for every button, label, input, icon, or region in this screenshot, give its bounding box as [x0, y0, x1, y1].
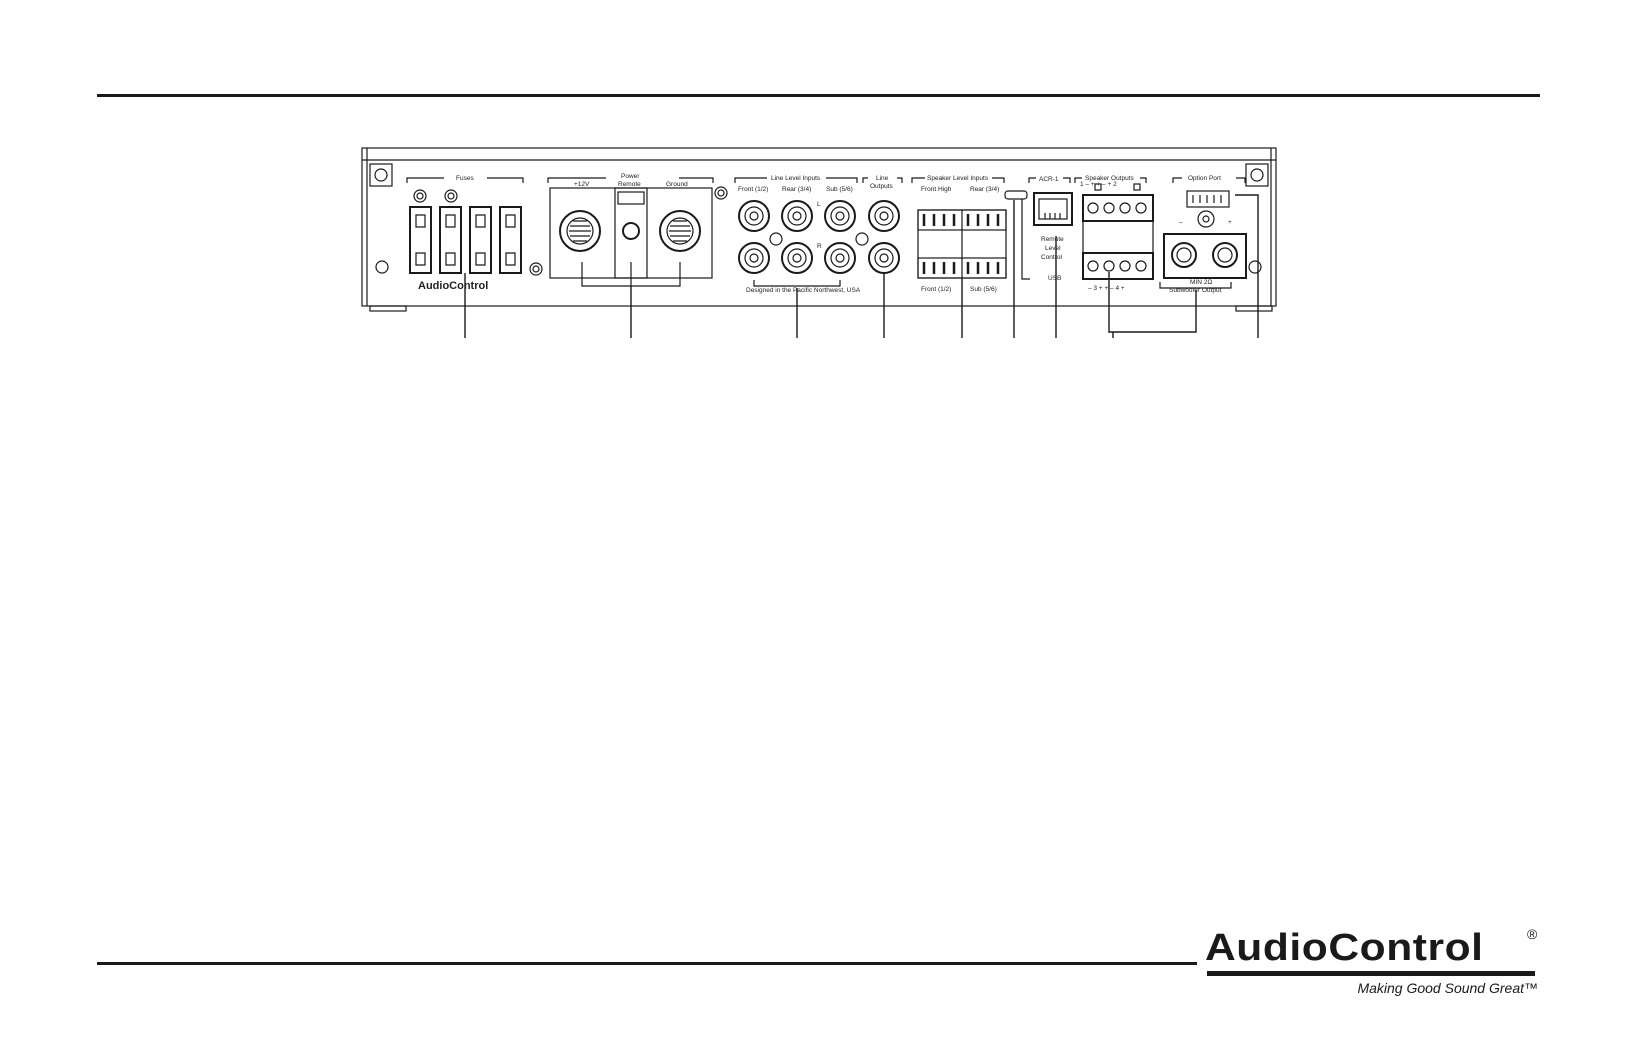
label-sub-56-b: Sub (5/6) [970, 286, 997, 293]
label-designed: Designed in the Pacific Northwest, USA [746, 287, 861, 294]
fuse-blocks [409, 206, 522, 274]
subwoofer-output [1163, 233, 1247, 279]
label-plus12v: +12V [574, 181, 590, 188]
label-power: Power [621, 173, 640, 180]
option-port [1186, 190, 1230, 208]
bottom-rule [97, 962, 1197, 965]
usb-port [1004, 190, 1028, 200]
label-sub-output-1: MIN 2Ω [1190, 279, 1212, 286]
panel-logo: AudioControl [418, 280, 488, 292]
label-remote: Remote [618, 181, 641, 188]
screw-icon [374, 168, 388, 182]
chassis-outline [361, 147, 1277, 307]
label-fuses: Fuses [456, 175, 474, 182]
acr-port [1033, 192, 1073, 226]
speaker-output-terminals [1082, 183, 1154, 280]
screw-icon [1250, 168, 1264, 182]
screw-icon [375, 260, 389, 274]
label-acr: ACR-1 [1039, 176, 1059, 183]
speaker-input-connectors [917, 209, 1007, 279]
label-ground: Ground [666, 181, 688, 188]
label-minus: – [1179, 219, 1183, 226]
label-rear-34-b: Rear (3/4) [970, 186, 999, 193]
label-line-out-2: Outputs [870, 183, 894, 190]
label-line-out-1: Line [876, 175, 889, 182]
rca-jacks [738, 200, 900, 274]
label-rear-34: Rear (3/4) [782, 186, 811, 193]
label-speaker-outputs: Speaker Outputs [1085, 175, 1135, 182]
brand-tagline: Making Good Sound Great™ [1357, 980, 1538, 996]
top-rule [97, 94, 1540, 97]
label-r: R [817, 243, 822, 250]
label-remote-level-1: Remote [1041, 236, 1064, 243]
brand-underline [1207, 971, 1535, 976]
footer-brand: AudioControl ® Making Good Sound Great™ [1205, 926, 1540, 996]
label-l: L [817, 201, 821, 208]
label-sub-output-2: Subwoofer Output [1169, 287, 1222, 294]
label-front-12-b: Front (1/2) [921, 286, 951, 293]
label-front-12: Front (1/2) [738, 186, 768, 193]
callout-leaders [464, 194, 1259, 338]
label-sub-56: Sub (5/6) [826, 186, 853, 193]
foot-right [1235, 305, 1273, 312]
label-remote-level-2: Level [1045, 245, 1061, 252]
label-front-high: Front High [921, 186, 952, 193]
label-usb: USB [1048, 275, 1061, 282]
label-speaker-inputs: Speaker Level Inputs [927, 175, 989, 182]
screw-icon [1248, 260, 1262, 274]
label-line-inputs: Line Level Inputs [771, 175, 821, 182]
registered-mark: ® [1527, 926, 1538, 942]
label-plus: + [1228, 219, 1232, 226]
label-spk-out-bottom: – 3 + + – 4 + [1088, 285, 1125, 292]
label-option-port: Option Port [1188, 175, 1221, 182]
label-spk-out-top: 1 – + + – + 2 [1080, 181, 1117, 188]
brand-logo: AudioControl [1205, 927, 1484, 969]
foot-left [369, 305, 407, 312]
label-remote-level-3: Control [1041, 254, 1063, 261]
